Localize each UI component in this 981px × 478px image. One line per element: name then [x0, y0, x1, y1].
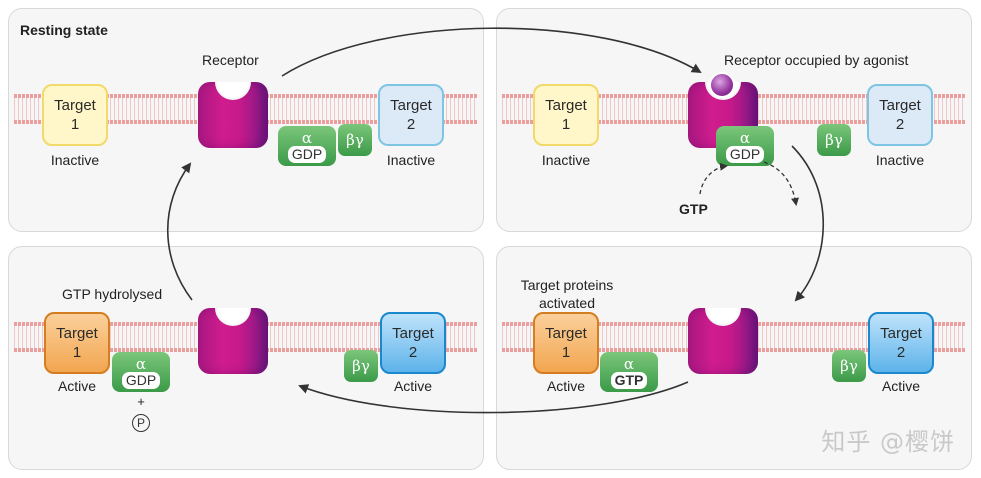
arrow-occupied-to-activated [791, 145, 825, 302]
target-2-state: Active [881, 378, 921, 394]
g-alpha-subunit: α GDP [716, 126, 774, 166]
agonist [709, 72, 735, 98]
arrow-resting-to-occupied [281, 27, 702, 77]
target-2-active: Target 2 [868, 312, 934, 374]
beta-gamma-symbol: βγ [346, 131, 364, 149]
receptor-occupied-label: Receptor occupied by agonist [724, 52, 909, 68]
plus-sign: + [137, 394, 145, 409]
target-2-state: Active [393, 378, 433, 394]
target-2-name: Target [390, 97, 432, 114]
gdp-label: GDP [725, 145, 765, 163]
target-2-state: Inactive [386, 152, 436, 168]
watermark: 知乎 @樱饼 [821, 428, 955, 456]
arrow-hydrolysed-to-resting [167, 162, 193, 301]
target-2-name: Target [880, 325, 922, 342]
beta-gamma-symbol: βγ [352, 357, 370, 375]
target-2-num: 2 [896, 344, 906, 361]
target-1-state: Active [57, 378, 97, 394]
target-2-num: 2 [406, 116, 416, 133]
target-2-name: Target [879, 97, 921, 114]
receptor [198, 82, 268, 148]
target-1-active: Target 1 [533, 312, 599, 374]
target-2-num: 2 [408, 344, 418, 361]
arrow-gdp-exit [763, 161, 799, 206]
gtp-hydrolysed-caption: GTP hydrolysed [62, 286, 163, 302]
target-1-num: 1 [561, 116, 571, 133]
target-2-num: 2 [895, 116, 905, 133]
phosphate-icon: P [132, 414, 150, 432]
beta-gamma-symbol: βγ [825, 131, 843, 149]
target-1-inactive: Target 1 [533, 84, 599, 146]
target-2-inactive: Target 2 [378, 84, 444, 146]
target-1-num: 1 [561, 344, 571, 361]
receptor [198, 308, 268, 374]
phosphate-label: P [136, 416, 145, 430]
g-alpha-subunit: α GDP [278, 126, 336, 166]
gdp-label: GDP [287, 145, 327, 163]
alpha-symbol: α [135, 354, 147, 373]
target-1-state: Inactive [541, 152, 591, 168]
target-2-active: Target 2 [380, 312, 446, 374]
beta-gamma-symbol: βγ [840, 357, 858, 375]
caption-line-1: Target proteins [520, 277, 614, 293]
alpha-symbol: α [739, 128, 751, 147]
target-1-active: Target 1 [44, 312, 110, 374]
gtp-label: GTP [610, 371, 648, 389]
target-2-inactive: Target 2 [867, 84, 933, 146]
arrow-activated-to-hydrolysed [298, 381, 689, 414]
g-beta-gamma-subunit: βγ [338, 124, 372, 156]
receptor [688, 308, 758, 374]
caption-line-2: activated [538, 295, 596, 311]
g-alpha-subunit: α GDP [112, 352, 170, 392]
target-1-state: Inactive [50, 152, 100, 168]
target-1-num: 1 [70, 116, 80, 133]
target-1-name: Target [545, 325, 587, 342]
target-1-name: Target [56, 325, 98, 342]
gdp-label: GDP [121, 371, 161, 389]
targets-activated-caption: Target proteins activated [510, 276, 624, 312]
target-1-inactive: Target 1 [42, 84, 108, 146]
target-1-num: 1 [72, 344, 82, 361]
alpha-symbol: α [623, 354, 635, 373]
target-1-name: Target [54, 97, 96, 114]
target-2-state: Inactive [875, 152, 925, 168]
g-beta-gamma-subunit: βγ [832, 350, 866, 382]
gtp-incoming-label: GTP [679, 201, 708, 217]
target-1-state: Active [546, 378, 586, 394]
arrow-gtp-entry [699, 162, 728, 195]
g-beta-gamma-subunit: βγ [344, 350, 378, 382]
alpha-symbol: α [301, 128, 313, 147]
panel-title-resting-state: Resting state [20, 22, 108, 38]
target-2-name: Target [392, 325, 434, 342]
receptor-label: Receptor [202, 52, 259, 68]
g-alpha-subunit: α GTP [600, 352, 658, 392]
target-1-name: Target [545, 97, 587, 114]
g-beta-gamma-subunit: βγ [817, 124, 851, 156]
